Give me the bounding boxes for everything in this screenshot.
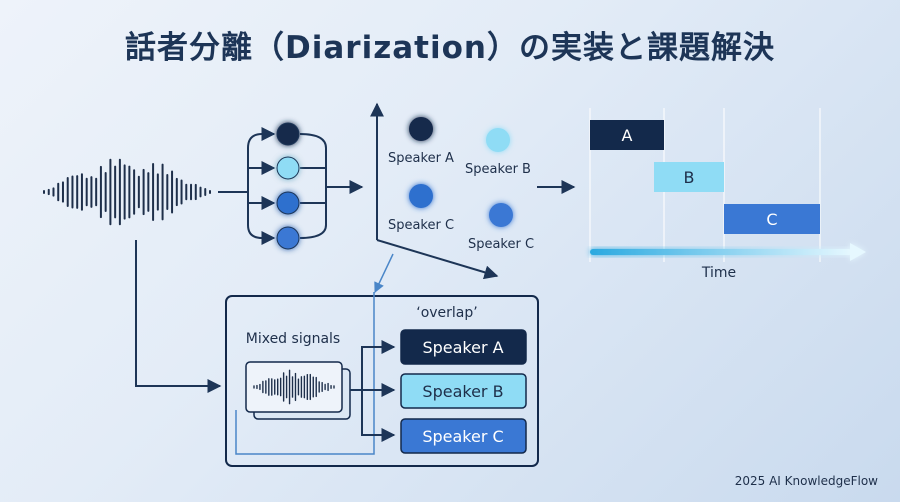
timeline: A B C Time [589,108,866,281]
time-axis-label: Time [701,265,736,281]
embedding-label-c2: Speaker C [468,237,534,252]
embedding-points: Speaker A Speaker B Speaker C Speaker C [388,117,534,252]
separation-panel [225,295,539,467]
timeline-segment-c [724,204,820,234]
output-speaker-b-label: Speaker B [422,382,503,401]
time-axis [590,249,852,255]
feature-node [276,191,300,215]
output-speaker-a-label: Speaker A [422,338,503,357]
timeline-segment-b [654,162,724,192]
embedding-label-b: Speaker B [465,162,531,177]
feature-nodes [276,122,300,250]
overlap-connector [374,253,394,293]
feature-node [276,122,300,146]
overlap-region [235,292,375,455]
output-speaker-a [400,329,527,365]
feature-node [276,226,300,250]
feature-fanout [247,133,327,239]
timeline-segment-a-label: A [622,126,633,145]
embedding-label-a: Speaker A [388,151,454,166]
footer-credit: 2025 AI KnowledgeFlow [734,474,878,488]
embedding-point-a [409,117,433,141]
separation-output-arrows [350,340,396,442]
separated-outputs: Speaker A Speaker B Speaker C [400,329,527,454]
waveform-to-separation-arrow [135,240,222,393]
mixed-signals-label: Mixed signals [246,331,340,347]
output-speaker-c [400,418,527,454]
embedding-point-c1 [409,184,433,208]
timeline-segment-c-label: C [766,210,777,229]
output-speaker-c-label: Speaker C [422,427,503,446]
embedding-point-b [486,128,510,152]
input-waveform [43,158,211,226]
mixed-signal-box [245,361,343,413]
page-title: 話者分離（Diarization）の実装と課題解決 [125,30,775,66]
embedding-point-c2 [489,203,513,227]
output-speaker-b [400,373,527,409]
feature-fanout-arrowheads [261,127,276,245]
overlap-label: ‘overlap’ [416,305,477,321]
mixed-waveform [253,369,335,405]
embedding-x-axis [376,239,499,280]
timeline-segment-b-label: B [684,168,695,187]
time-axis-arrowhead [850,243,866,261]
feature-node [276,156,300,180]
timeline-segment-a [590,120,664,150]
embedding-label-c1: Speaker C [388,218,454,233]
